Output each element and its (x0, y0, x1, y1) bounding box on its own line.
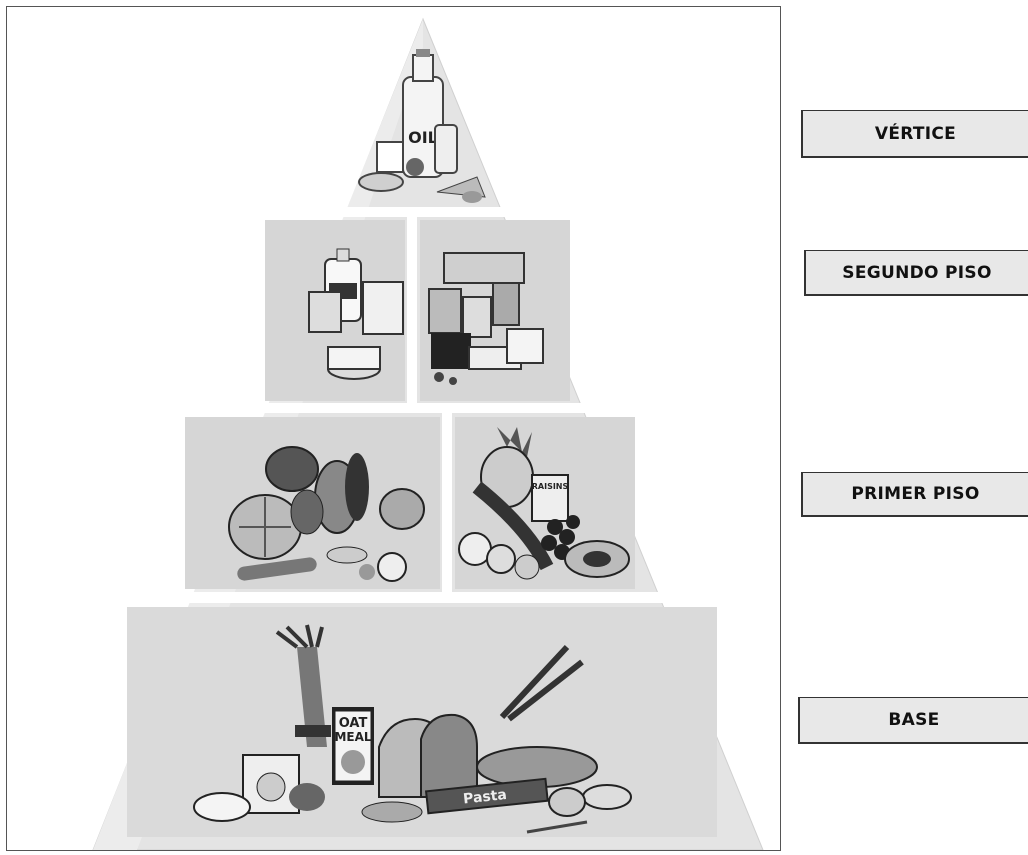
raisins-label-text: RAISINS (532, 482, 569, 491)
pyramid-image-frame: OIL (6, 6, 781, 851)
tier-panels (127, 220, 717, 837)
tier-dividers (167, 207, 687, 603)
oatmeal-label-line1: OAT (339, 716, 368, 731)
label-segundo-piso: SEGUNDO PISO (804, 250, 1028, 296)
oatmeal-label-line2: MEAL (334, 730, 371, 744)
vertice-foods-illustration: OIL (358, 49, 486, 203)
vegetables-illustration (228, 446, 425, 582)
label-base: BASE (798, 697, 1028, 744)
fruits-illustration: RAISINS (458, 427, 630, 580)
grains-illustration: OAT MEAL Pasta (193, 624, 632, 834)
oil-label-text: OIL (408, 128, 438, 147)
label-vertice: VÉRTICE (801, 110, 1028, 158)
protein-illustration (428, 252, 544, 385)
food-pyramid: OIL (92, 17, 764, 850)
label-primer-piso: PRIMER PISO (801, 472, 1028, 517)
dairy-illustration (308, 248, 404, 380)
pasta-label-text: Pasta (462, 787, 507, 807)
